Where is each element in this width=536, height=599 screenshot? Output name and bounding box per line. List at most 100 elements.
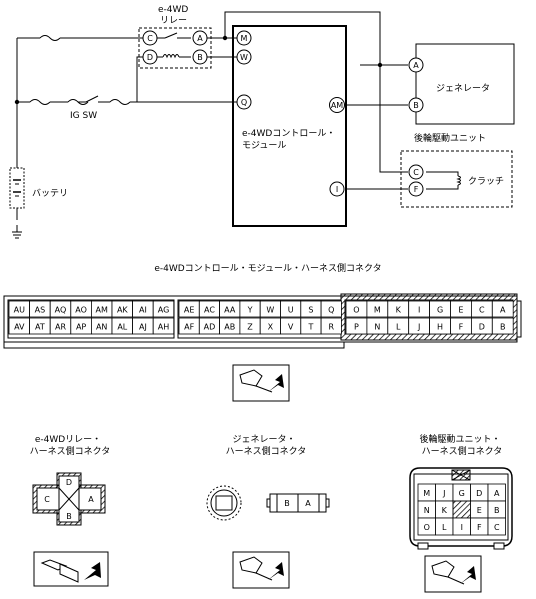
module-connector-pin-top: AS <box>35 306 46 315</box>
generator-connector-title-2: ハーネス側コネクタ <box>226 445 307 457</box>
relay-conn-pin-b: B <box>66 512 72 521</box>
module-connector-pin-top: S <box>308 306 313 315</box>
module-connector-pin-top: A <box>500 306 506 315</box>
module-connector-pin-bottom: AB <box>224 323 235 332</box>
module-connector-pin-bottom: J <box>417 323 420 332</box>
module-pin-m: M <box>241 34 248 43</box>
module-connector-pin-top: K <box>396 306 402 315</box>
generator-connector-arrow-icon <box>232 551 290 589</box>
rear-pin-f: F <box>414 185 419 194</box>
rear-pin-c: C <box>413 168 419 177</box>
rear-connector-pin: A <box>494 489 500 498</box>
module-connector-pin-bottom: T <box>308 323 314 332</box>
relay-pin-b: B <box>197 53 203 62</box>
module-connector-pin-bottom: N <box>374 323 380 332</box>
module-connector-pin-top: M <box>374 306 381 315</box>
module-connector-pin-top: AA <box>224 306 236 315</box>
module-connector-pin-bottom: R <box>328 323 334 332</box>
module-connector-pin-top: AC <box>204 306 215 315</box>
module-connector-pin-top: AK <box>117 306 128 315</box>
relay-conn-pin-a: A <box>88 495 94 504</box>
module-connector-pin-bottom: AL <box>117 323 127 332</box>
module-connector-pin-bottom: Z <box>247 323 253 332</box>
ig-sw-label: IG SW <box>70 111 97 121</box>
module-connector-pin-top: AE <box>184 306 195 315</box>
module-connector-pin-top: G <box>437 306 443 315</box>
module-connector-cell <box>491 317 514 335</box>
module-connector-pin-bottom: AJ <box>139 323 147 332</box>
rear-unit-title: 後輪駆動ユニット <box>414 132 486 144</box>
module-box <box>232 25 347 227</box>
module-connector-pin-bottom: V <box>288 323 294 332</box>
circuit-wires <box>12 11 459 239</box>
relay-pin-c: C <box>147 34 153 43</box>
generator-conn-pin-b: B <box>284 499 290 508</box>
relay-pin-a: A <box>197 34 203 43</box>
rear-connector-pin: O <box>424 523 430 532</box>
relay-outline <box>138 27 212 69</box>
module-connector-cell <box>152 317 175 335</box>
relay-connector: D C A B <box>32 472 106 526</box>
rear-connector-pin: M <box>423 489 430 498</box>
module-connector-pin-top: AQ <box>55 306 67 315</box>
generator-pin-b: B <box>413 101 419 110</box>
module-connector-cell <box>320 300 342 318</box>
module-connector-pin-bottom: X <box>268 323 274 332</box>
module-connector-title: e-4WDコントロール・モジュール・ハーネス側コネクタ <box>154 262 381 274</box>
module-connector-pin-bottom: AR <box>55 323 66 332</box>
relay-pin-d: D <box>147 53 153 62</box>
module-connector-pin-bottom: H <box>437 323 443 332</box>
rear-connector-pin: C <box>494 523 500 532</box>
module-connector-pin-top: Y <box>247 306 253 315</box>
rear-connector-arrow-icon <box>424 555 482 593</box>
module-connector: AUAVASATAQARAOAPAMANAKALAIAJAGAHAEAFACAD… <box>3 293 522 349</box>
relay-connector-title-1: e-4WDリレー・ <box>35 435 101 445</box>
relay-title-2: リレー <box>160 16 187 26</box>
generator-box <box>415 43 515 125</box>
relay-conn-pin-d: D <box>66 478 72 487</box>
module-connector-pin-bottom: L <box>396 323 401 332</box>
module-connector-pin-top: O <box>353 306 359 315</box>
generator-connector: B A <box>206 485 330 521</box>
module-connector-pin-top: W <box>266 306 274 315</box>
battery-symbol <box>9 167 25 209</box>
module-connector-pin-top: U <box>288 306 294 315</box>
clutch-label: クラッチ <box>468 176 504 187</box>
module-connector-pin-bottom: AH <box>158 323 170 332</box>
relay-connector-title-2: ハーネス側コネクタ <box>30 445 111 457</box>
module-connector-cell <box>152 300 175 318</box>
module-connector-pin-bottom: AT <box>35 323 45 332</box>
module-name-2: モジュール <box>242 141 286 151</box>
rear-connector-pin: D <box>476 489 482 498</box>
module-connector-pin-bottom: B <box>500 323 506 332</box>
module-pin-w: W <box>240 53 248 62</box>
rear-connector-cell <box>487 517 506 536</box>
module-connector-pin-bottom: AP <box>76 323 86 332</box>
relay-conn-pin-c: C <box>44 495 50 504</box>
rear-connector-pin: G <box>459 489 465 498</box>
module-connector-pin-top: I <box>418 306 420 315</box>
module-connector-pin-top: AO <box>75 306 87 315</box>
rear-unit-outline <box>400 150 513 208</box>
module-connector-pin-top: AI <box>139 306 147 315</box>
generator-conn-pin-a: A <box>305 499 311 508</box>
module-pin-q: Q <box>241 98 247 107</box>
connector-arrow-icon <box>232 364 290 402</box>
rear-connector-pin: N <box>424 506 430 515</box>
module-connector-pin-bottom: AD <box>204 323 216 332</box>
module-connector-pin-top: E <box>458 306 463 315</box>
generator-pin-a: A <box>413 61 419 70</box>
relay-title-1: e-4WD <box>158 5 188 15</box>
generator-connector-title-1: ジェネレータ・ <box>232 434 295 445</box>
module-connector-pin-bottom: AF <box>184 323 194 332</box>
module-name-1: e-4WDコントロール・ <box>242 129 335 139</box>
rear-connector-pin: L <box>442 523 447 532</box>
module-connector-pin-top: AU <box>14 306 25 315</box>
rear-connector-pin: K <box>442 506 448 515</box>
rear-connector-pin: F <box>477 523 482 532</box>
rear-connector-pin: I <box>461 523 463 532</box>
rear-connector-title-2: ハーネス側コネクタ <box>422 445 503 457</box>
module-connector-pin-bottom: AV <box>14 323 25 332</box>
module-connector-pin-bottom: F <box>459 323 464 332</box>
